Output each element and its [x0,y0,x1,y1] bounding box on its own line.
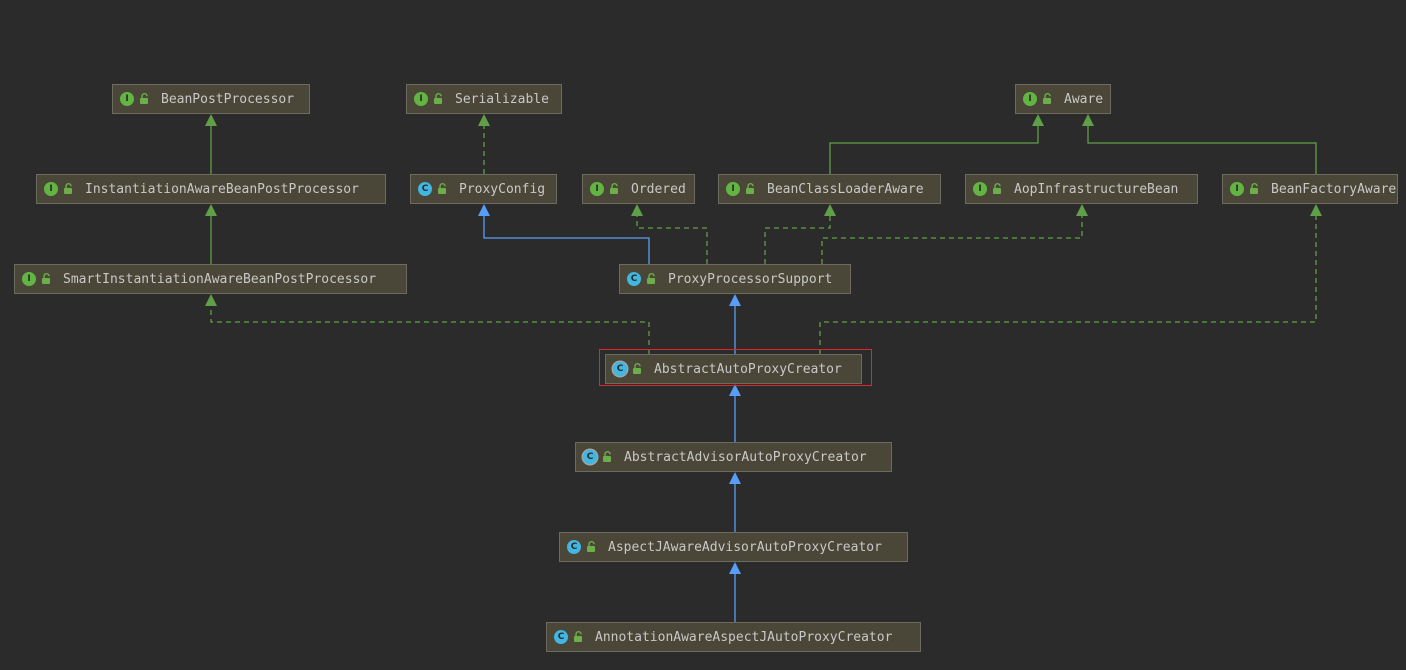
edge-abstract-auto-proxy-creator-to-smart-instantiation-aware-bean-post-processor [205,294,650,354]
node-label: ProxyProcessorSupport [668,271,833,287]
public-access-icon [1249,183,1261,195]
node-bean-post-processor[interactable]: I BeanPostProcessor [112,84,310,114]
public-access-icon [41,273,53,285]
arrowhead-icon [205,294,217,306]
edge-annotation-aware-aspect-j-auto-proxy-creator-to-aspect-j-aware-advisor-auto-proxy-creator [729,562,741,622]
interface-icon: I [973,182,987,196]
abstract-class-icon: C [583,450,597,464]
node-label: AopInfrastructureBean [1014,181,1179,197]
node-proxy-config[interactable]: C ProxyConfig [410,174,557,204]
arrowhead-icon [1032,114,1044,126]
node-label: Ordered [631,181,686,197]
node-proxy-processor-support[interactable]: C ProxyProcessorSupport [619,264,851,294]
edge-proxy-processor-support-to-bean-class-loader-aware [764,204,836,264]
public-access-icon [139,93,151,105]
public-access-icon [609,183,621,195]
node-label: InstantiationAwareBeanPostProcessor [85,181,359,197]
interface-icon: I [1230,182,1244,196]
node-label: ProxyConfig [459,181,546,197]
edge-abstract-auto-proxy-creator-to-bean-factory-aware [819,204,1322,354]
node-label: BeanPostProcessor [161,91,295,107]
arrowhead-icon [729,562,741,574]
node-aspect-j-aware-advisor-auto-proxy-creator[interactable]: C AspectJAwareAdvisorAutoProxyCreator [559,532,908,562]
class-icon: C [418,182,432,196]
node-label: AbstractAdvisorAutoProxyCreator [624,449,867,465]
arrowhead-icon [729,472,741,484]
class-icon: C [567,540,581,554]
node-serializable[interactable]: I Serializable [406,84,562,114]
arrowhead-icon [1082,114,1094,126]
public-access-icon [745,183,757,195]
node-label: AspectJAwareAdvisorAutoProxyCreator [608,539,882,555]
abstract-class-icon: C [613,362,627,376]
public-access-icon [646,273,658,285]
interface-icon: I [44,182,58,196]
node-label: BeanClassLoaderAware [767,181,924,197]
node-label: AbstractAutoProxyCreator [654,361,842,377]
arrowhead-icon [1310,204,1322,216]
public-access-icon [573,631,585,643]
node-aware[interactable]: I Aware [1015,84,1111,114]
interface-icon: I [1023,92,1037,106]
public-access-icon [1042,93,1054,105]
node-smart-instantiation-aware-bean-post-processor[interactable]: I SmartInstantiationAwareBeanPostProcesso… [14,264,407,294]
node-label: Serializable [455,91,549,107]
edge-proxy-processor-support-to-ordered [631,204,708,264]
arrowhead-icon [1076,204,1088,216]
public-access-icon [63,183,75,195]
public-access-icon [433,93,445,105]
edge-instantiation-aware-bean-post-processor-to-bean-post-processor [205,114,217,174]
node-annotation-aware-aspect-j-auto-proxy-creator[interactable]: C AnnotationAwareAspectJAutoProxyCreator [546,622,921,652]
arrowhead-icon [729,294,741,306]
node-ordered[interactable]: I Ordered [582,174,695,204]
arrowhead-icon [729,384,741,396]
node-label: SmartInstantiationAwareBeanPostProcessor [63,271,377,287]
interface-icon: I [590,182,604,196]
edge-proxy-config-to-serializable [478,114,490,174]
interface-icon: I [120,92,134,106]
edge-abstract-auto-proxy-creator-to-proxy-processor-support [729,294,741,354]
arrowhead-icon [205,204,217,216]
node-label: Aware [1064,91,1104,107]
edge-bean-factory-aware-to-aware [1082,114,1317,174]
node-label: BeanFactoryAware [1271,181,1397,197]
interface-icon: I [414,92,428,106]
class-icon: C [627,272,641,286]
edge-bean-class-loader-aware-to-aware [829,114,1044,174]
arrowhead-icon [631,204,643,216]
arrowhead-icon [478,114,490,126]
node-aop-infrastructure-bean[interactable]: I AopInfrastructureBean [965,174,1198,204]
edge-proxy-processor-support-to-proxy-config [478,204,650,264]
interface-icon: I [22,272,36,286]
edge-smart-instantiation-aware-bean-post-processor-to-instantiation-aware-bean-post-processor [205,204,217,264]
interface-icon: I [726,182,740,196]
public-access-icon [586,541,598,553]
node-label: AnnotationAwareAspectJAutoProxyCreator [595,629,893,645]
arrowhead-icon [824,204,836,216]
edge-aspect-j-aware-advisor-auto-proxy-creator-to-abstract-advisor-auto-proxy-creator [729,472,741,532]
node-bean-class-loader-aware[interactable]: I BeanClassLoaderAware [718,174,941,204]
edge-abstract-advisor-auto-proxy-creator-to-abstract-auto-proxy-creator [729,384,741,442]
public-access-icon [602,451,614,463]
public-access-icon [632,363,644,375]
public-access-icon [437,183,449,195]
node-bean-factory-aware[interactable]: I BeanFactoryAware [1222,174,1398,204]
node-instantiation-aware-bean-post-processor[interactable]: I InstantiationAwareBeanPostProcessor [36,174,386,204]
arrowhead-icon [478,204,490,216]
arrowhead-icon [205,114,217,126]
node-abstract-advisor-auto-proxy-creator[interactable]: C AbstractAdvisorAutoProxyCreator [575,442,892,472]
public-access-icon [992,183,1004,195]
edge-proxy-processor-support-to-aop-infrastructure-bean [821,204,1088,264]
node-abstract-auto-proxy-creator[interactable]: C AbstractAutoProxyCreator [605,354,862,384]
class-icon: C [554,630,568,644]
